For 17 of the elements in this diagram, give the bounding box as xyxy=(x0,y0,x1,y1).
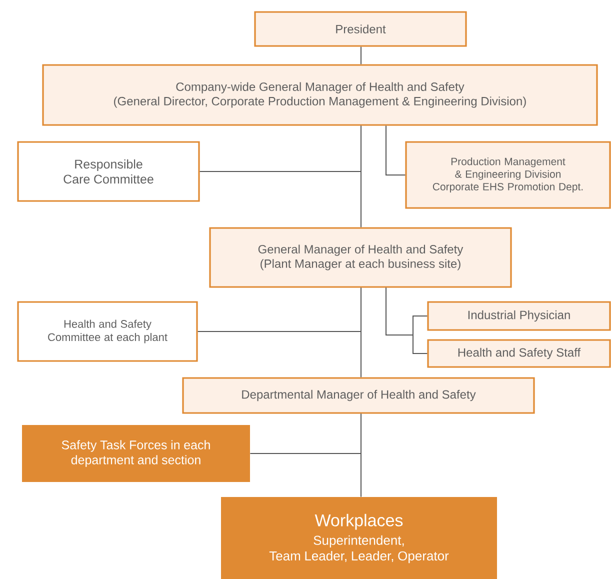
committee-box: Responsible Care Committee xyxy=(17,141,200,202)
org-box: Industrial Physician xyxy=(427,301,611,331)
org-box: President xyxy=(254,11,467,47)
connector-line xyxy=(360,46,362,65)
org-box: Departmental Manager of Health and Safety xyxy=(182,377,535,414)
connector-line xyxy=(386,287,428,354)
connector-line xyxy=(199,125,362,172)
connector-line xyxy=(386,125,406,176)
org-box: General Manager of Health and Safety (Plant Manager at each business site) xyxy=(209,227,512,288)
connector-line xyxy=(250,413,362,454)
committee-box: Health and Safety Committee at each plant xyxy=(17,301,198,362)
workplace-box: Workplaces Superintendent, Team Leader, Leader, Operator xyxy=(221,497,497,579)
org-box: Company-wide General Manager of Health and Safety (General Director, Corporate Production Management & Engineering Division) xyxy=(42,64,598,126)
org-box: Health and Safety Staff xyxy=(427,339,611,368)
workplace-box: Safety Task Forces in each department and section xyxy=(22,425,250,482)
connector-line xyxy=(197,287,362,332)
org-box: Production Management & Engineering Division Corporate EHS Promotion Dept. xyxy=(405,141,611,209)
